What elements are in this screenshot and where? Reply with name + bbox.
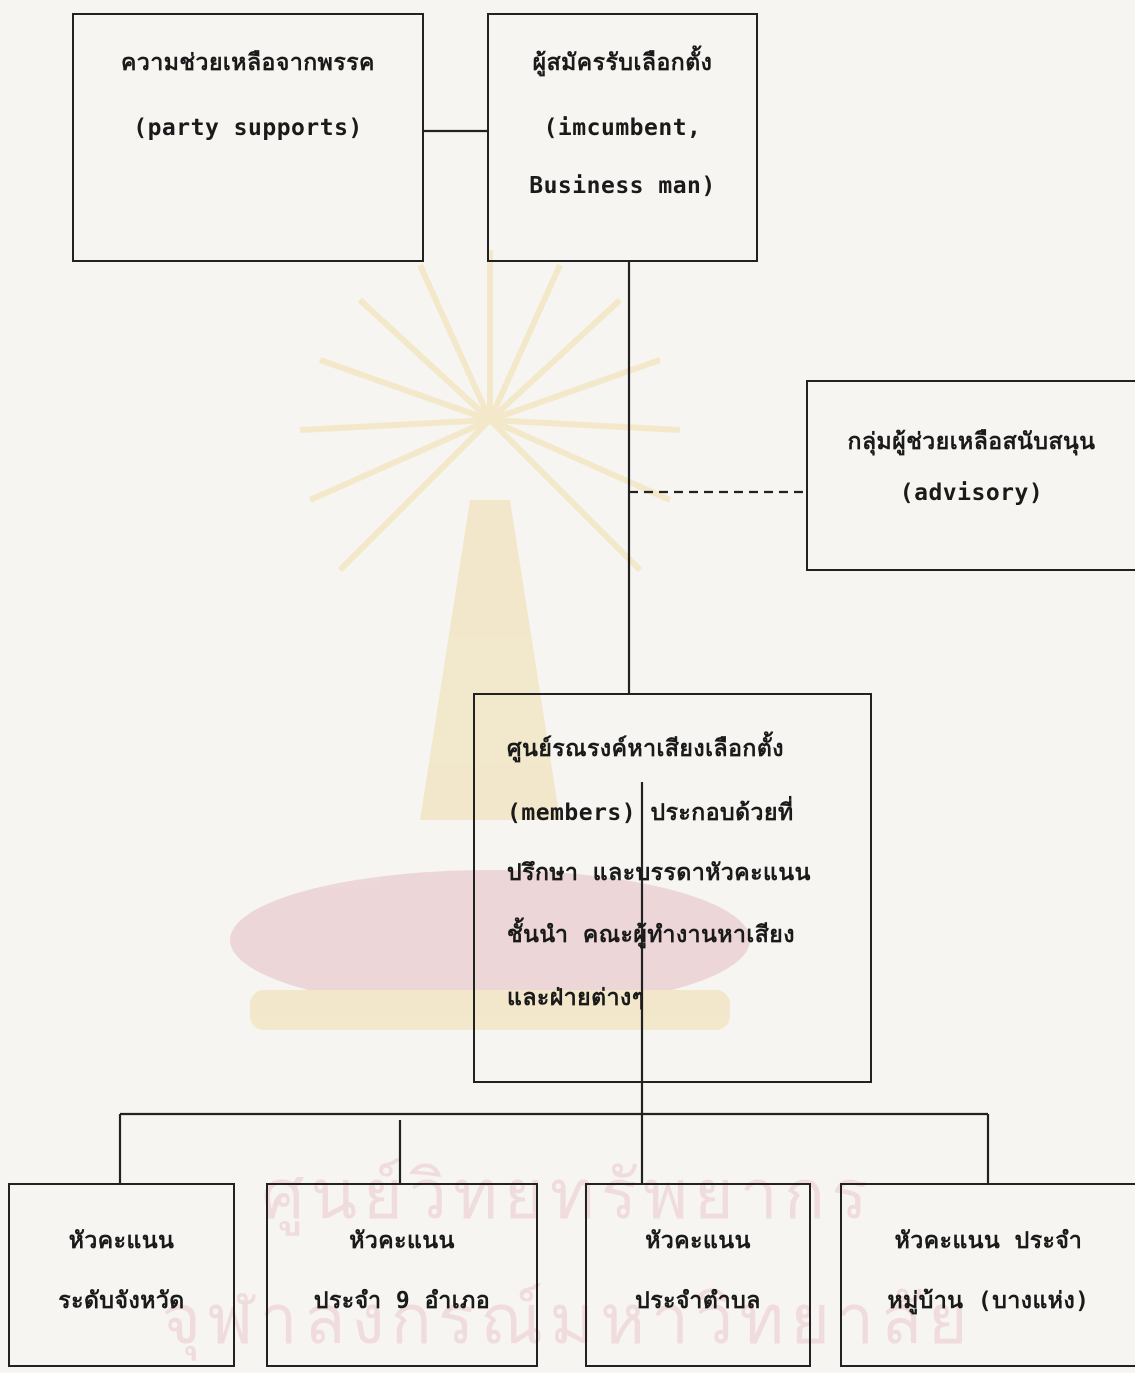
campaign-center-box: ศูนย์รณรงค์หาเสียงเลือกตั้ง (members) ปร… [473, 693, 872, 1083]
center-line-2: (members) ประกอบด้วยที่ [507, 800, 794, 826]
village-line-1: หัวคะแนน ประจำ [894, 1228, 1083, 1254]
watermark-line-1: ศูนย์วิทยทรัพยากร [261, 1156, 874, 1235]
center-line-4: ชั้นนำ คณะผู้ทำงานหาเสียง [507, 922, 795, 948]
party-supports-english: (party supports) [133, 115, 363, 141]
subdistrict-line-2: ประจำตำบล [635, 1288, 761, 1314]
district-canvasser-box: หัวคะแนน ประจำ 9 อำเภอ [266, 1183, 538, 1367]
center-line-3: ปรึกษา และบรรดาหัวคะแนน [507, 860, 811, 886]
subdistrict-canvasser-box: หัวคะแนน ประจำตำบล [585, 1183, 811, 1367]
province-line-2: ระดับจังหวัด [58, 1288, 185, 1314]
candidate-box: ผู้สมัครรับเลือกตั้ง (imcumbent, Busines… [487, 13, 758, 262]
district-line-1: หัวคะแนน [349, 1228, 455, 1254]
party-supports-thai: ความช่วยเหลือจากพรรค [121, 50, 375, 76]
candidate-english-2: Business man) [529, 173, 716, 199]
candidate-thai: ผู้สมัครรับเลือกตั้ง [532, 50, 713, 76]
province-canvasser-box: หัวคะแนน ระดับจังหวัด [8, 1183, 235, 1367]
village-line-2: หมู่บ้าน (บางแห่ง) [887, 1288, 1090, 1314]
watermark-line-2: จุฬาลงกรณ์มหาวิทยาลัย [161, 1281, 974, 1360]
province-line-1: หัวคะแนน [68, 1228, 175, 1254]
candidate-english-1: (imcumbent, [543, 115, 702, 141]
advisory-thai: กลุ่มผู้ช่วยเหลือสนับสนุน [847, 429, 1096, 455]
district-line-2: ประจำ 9 อำเภอ [313, 1288, 491, 1314]
center-line-1: ศูนย์รณรงค์หาเสียงเลือกตั้ง [507, 736, 785, 762]
center-line-5: และฝ่ายต่างๆ [507, 985, 645, 1011]
advisory-english: (advisory) [899, 480, 1044, 506]
party-supports-box: ความช่วยเหลือจากพรรค (party supports) [72, 13, 424, 262]
village-canvasser-box: หัวคะแนน ประจำ หมู่บ้าน (บางแห่ง) [840, 1183, 1135, 1367]
subdistrict-line-1: หัวคะแนน [645, 1228, 751, 1254]
advisory-box: กลุ่มผู้ช่วยเหลือสนับสนุน (advisory) [806, 380, 1135, 571]
